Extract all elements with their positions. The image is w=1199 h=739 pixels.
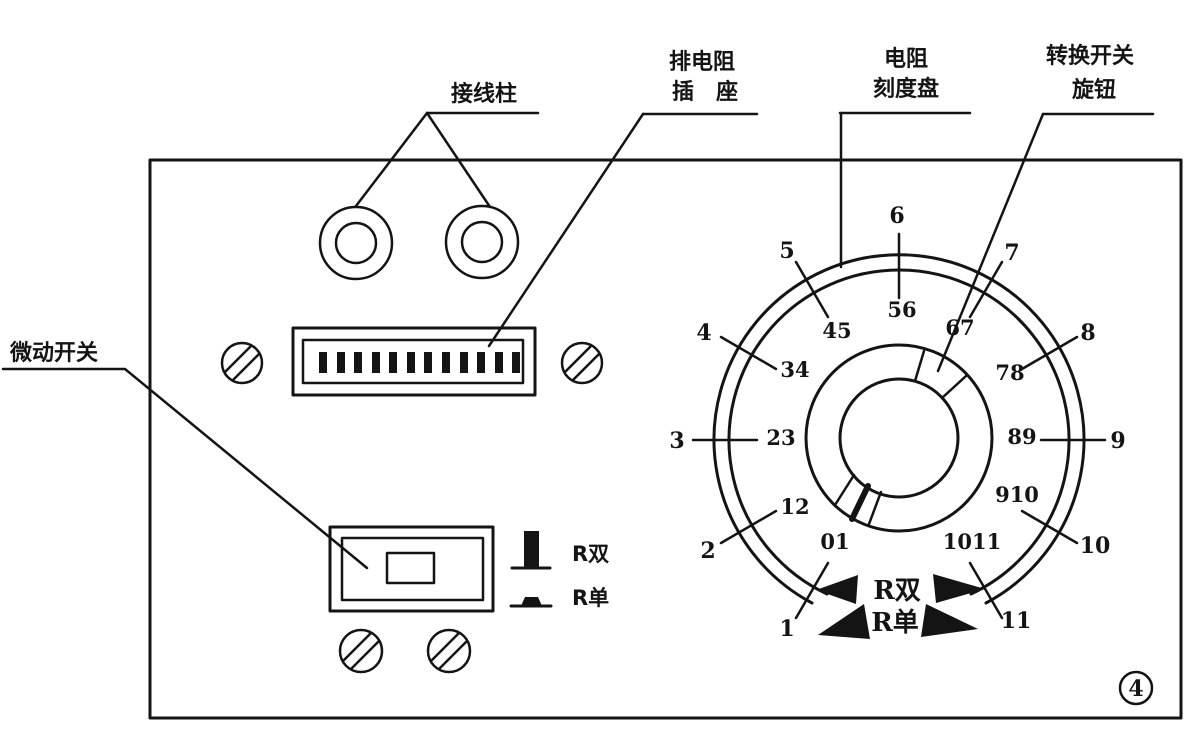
screw-top-right <box>560 341 604 385</box>
dial-pair-56: 56 <box>887 297 916 322</box>
dial-number-3: 3 <box>669 428 684 454</box>
dial-outer-numbers: 1 2 3 4 5 6 7 8 9 10 11 <box>669 203 1125 642</box>
knob-inner-circle <box>838 377 960 499</box>
panel-outline <box>148 158 1183 720</box>
legend-up-symbol <box>524 531 539 568</box>
binding-post-leader-right <box>425 111 492 209</box>
dial-pair-910: 910 <box>995 482 1039 507</box>
selector-knob-label-line1: 转换开关 <box>1046 43 1134 69</box>
dial-pair-45: 45 <box>822 318 851 343</box>
dial-number-6: 6 <box>889 203 904 229</box>
micro-switch-button <box>385 551 436 585</box>
resistor-socket-inner <box>301 338 525 385</box>
resistor-socket <box>291 326 537 397</box>
dial-mode-indicators: R双 R单 <box>816 574 985 639</box>
resistor-socket-slots <box>319 352 520 373</box>
binding-post-right-outer <box>444 204 520 280</box>
selector-knob <box>804 343 994 533</box>
dial-inner-numbers: 01 12 23 34 45 56 67 78 89 910 1011 <box>766 297 1039 554</box>
selector-knob-label-line2: 旋钮 <box>1072 77 1116 103</box>
resistor-socket-leader <box>487 112 645 348</box>
micro-switch-inner <box>340 536 485 602</box>
dial-number-11: 11 <box>1001 608 1032 634</box>
knob-outer-circle <box>804 343 994 533</box>
micro-switch-label: 微动开关 <box>9 340 98 366</box>
knob-pointer-edge-left <box>833 473 856 507</box>
binding-post-right-inner <box>460 220 504 264</box>
knob-pointer-edge-right <box>867 490 883 526</box>
dial-number-4: 4 <box>696 320 711 346</box>
screw-bottom-left <box>338 628 384 674</box>
knob-window-line-right <box>940 374 968 400</box>
knob-window-line-left <box>913 349 926 383</box>
dial-number-5: 5 <box>779 238 794 264</box>
binding-post-left-outer <box>318 205 394 281</box>
dial-pair-01: 01 <box>820 529 849 554</box>
dial-label-line2: 刻度盘 <box>873 76 939 102</box>
dial-pair-23: 23 <box>766 425 795 450</box>
micro-switch <box>328 525 495 613</box>
dial-number-8: 8 <box>1080 320 1095 346</box>
knob-pointer-mark <box>849 483 871 522</box>
legend-down-symbol <box>521 597 542 606</box>
mode-upper-arrow-right-icon <box>933 574 985 603</box>
dial-number-10: 10 <box>1080 533 1111 559</box>
dial-number-1: 1 <box>779 616 794 642</box>
figure-number-badge: 4 <box>1118 670 1154 706</box>
dial-ticks <box>691 232 1107 620</box>
mode-upper-label: R双 <box>873 576 921 606</box>
dial-number-7: 7 <box>1004 240 1019 266</box>
dial-number-2: 2 <box>700 538 715 564</box>
mode-lower-label: R单 <box>871 608 919 638</box>
figure-number-circle <box>1118 670 1154 706</box>
switch-legend: R双 R单 <box>509 531 609 610</box>
micro-switch-outer <box>328 525 495 613</box>
legend-down-label: R单 <box>572 586 609 610</box>
dial-pair-12: 12 <box>780 494 809 519</box>
mode-lower-arrow-left-icon <box>818 604 870 639</box>
resistor-socket-outer <box>291 326 537 397</box>
legend-up-label: R双 <box>572 542 609 566</box>
figure-number: 4 <box>1128 676 1143 702</box>
screw-bottom-right <box>426 628 472 674</box>
dial-number-9: 9 <box>1110 428 1125 454</box>
binding-post-leader-left <box>354 111 429 208</box>
dial-pair-78: 78 <box>995 360 1024 385</box>
mode-lower-arrow-right-icon <box>921 604 978 637</box>
selector-knob-leader <box>936 112 1045 373</box>
micro-switch-leader <box>1 367 369 570</box>
dial-pair-89: 89 <box>1007 424 1036 449</box>
screw-top-left <box>220 341 264 385</box>
dial-pair-34: 34 <box>780 357 809 382</box>
mode-upper-arrow-left-icon <box>816 575 858 604</box>
resistor-socket-label-line2: 插 座 <box>672 79 738 105</box>
dial-label-line1: 电阻 <box>884 47 928 72</box>
resistance-dial: 1 2 3 4 5 6 7 8 9 10 11 01 12 23 34 45 5… <box>669 112 1126 642</box>
resistor-socket-label-line1: 排电阻 <box>669 50 735 75</box>
binding-post-left-inner <box>334 221 378 265</box>
dial-pair-1011: 1011 <box>943 529 1001 554</box>
binding-post-label: 接线柱 <box>451 81 517 107</box>
